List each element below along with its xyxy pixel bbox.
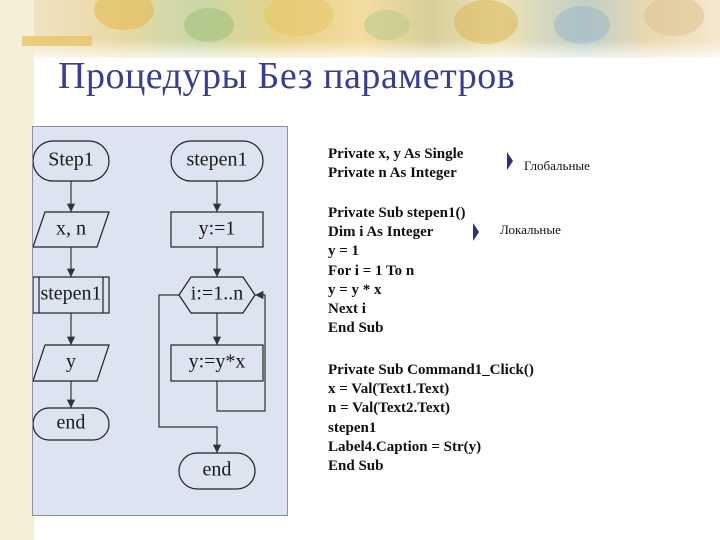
end-terminal-main-label: end — [57, 412, 86, 434]
output-parallelogram-label: y — [66, 351, 76, 373]
code-line: For i = 1 To n — [328, 262, 415, 279]
code-line: y = y * x — [328, 281, 382, 298]
assign-block-label: y:=1 — [199, 218, 236, 240]
loop-back-connector — [216, 290, 266, 412]
code-line: y = 1 — [328, 243, 360, 260]
page-title: Процедуры Без параметров — [58, 55, 516, 97]
code-line: Private n As Integer — [328, 165, 457, 182]
code-line: Label4.Caption = Str(y) — [328, 438, 482, 455]
title-accent-bar — [22, 36, 92, 46]
loop-hexagon-label: i:=1..n — [191, 283, 243, 305]
flowchart-panel: Step1 x, n stepen1 y end stepen1 y:=1 i:… — [32, 126, 288, 516]
loop-exit-connector — [158, 294, 222, 453]
code-click-block: Private Sub Command1_Click() x = Val(Tex… — [328, 361, 534, 476]
sub-end-terminal-label: end — [203, 459, 232, 481]
code-line: End Sub — [328, 320, 384, 337]
global-scope-label: Глобальные — [524, 158, 590, 173]
code-line: Private Sub stepen1() — [328, 205, 466, 221]
sub-start-terminal — [170, 140, 264, 182]
code-line: x = Val(Text1.Text) — [328, 381, 450, 398]
flowchart-diagram: Step1 x, n stepen1 y end stepen1 y:=1 i:… — [33, 140, 266, 490]
loop-hexagon — [178, 276, 256, 314]
sub-start-terminal-label: stepen1 — [186, 149, 247, 171]
global-scope-marker — [507, 152, 513, 170]
multiply-block-label: y:=y*x — [189, 351, 246, 373]
assign-block — [170, 211, 264, 248]
local-scope-label: Локальные — [500, 222, 561, 237]
decorative-left-strip — [0, 0, 34, 540]
code-line: Next i — [328, 301, 366, 318]
procedure-call-label: stepen1 — [40, 283, 101, 305]
code-line: Private Sub Command1_Click() — [328, 362, 534, 378]
multiply-block — [170, 344, 264, 382]
output-parallelogram — [33, 344, 110, 382]
code-local-block: Private Sub stepen1() Dim i As Integer y… — [328, 204, 466, 338]
code-line: stepen1 — [328, 419, 377, 436]
sub-end-terminal — [178, 452, 256, 490]
code-line: End Sub — [328, 458, 384, 475]
start-terminal — [33, 140, 110, 182]
banner-fade — [34, 40, 720, 64]
code-line: Dim i As Integer — [328, 224, 434, 241]
end-terminal-main — [33, 407, 110, 441]
code-line: n = Val(Text2.Text) — [328, 400, 451, 417]
input-parallelogram — [33, 211, 110, 248]
input-parallelogram-label: x, n — [56, 218, 86, 240]
local-scope-marker — [473, 223, 479, 241]
code-line: Private x, y As Single — [328, 146, 464, 162]
procedure-call-block — [33, 276, 110, 314]
code-global-block: Private x, y As Single Private n As Inte… — [328, 145, 463, 183]
start-terminal-label: Step1 — [48, 149, 94, 171]
